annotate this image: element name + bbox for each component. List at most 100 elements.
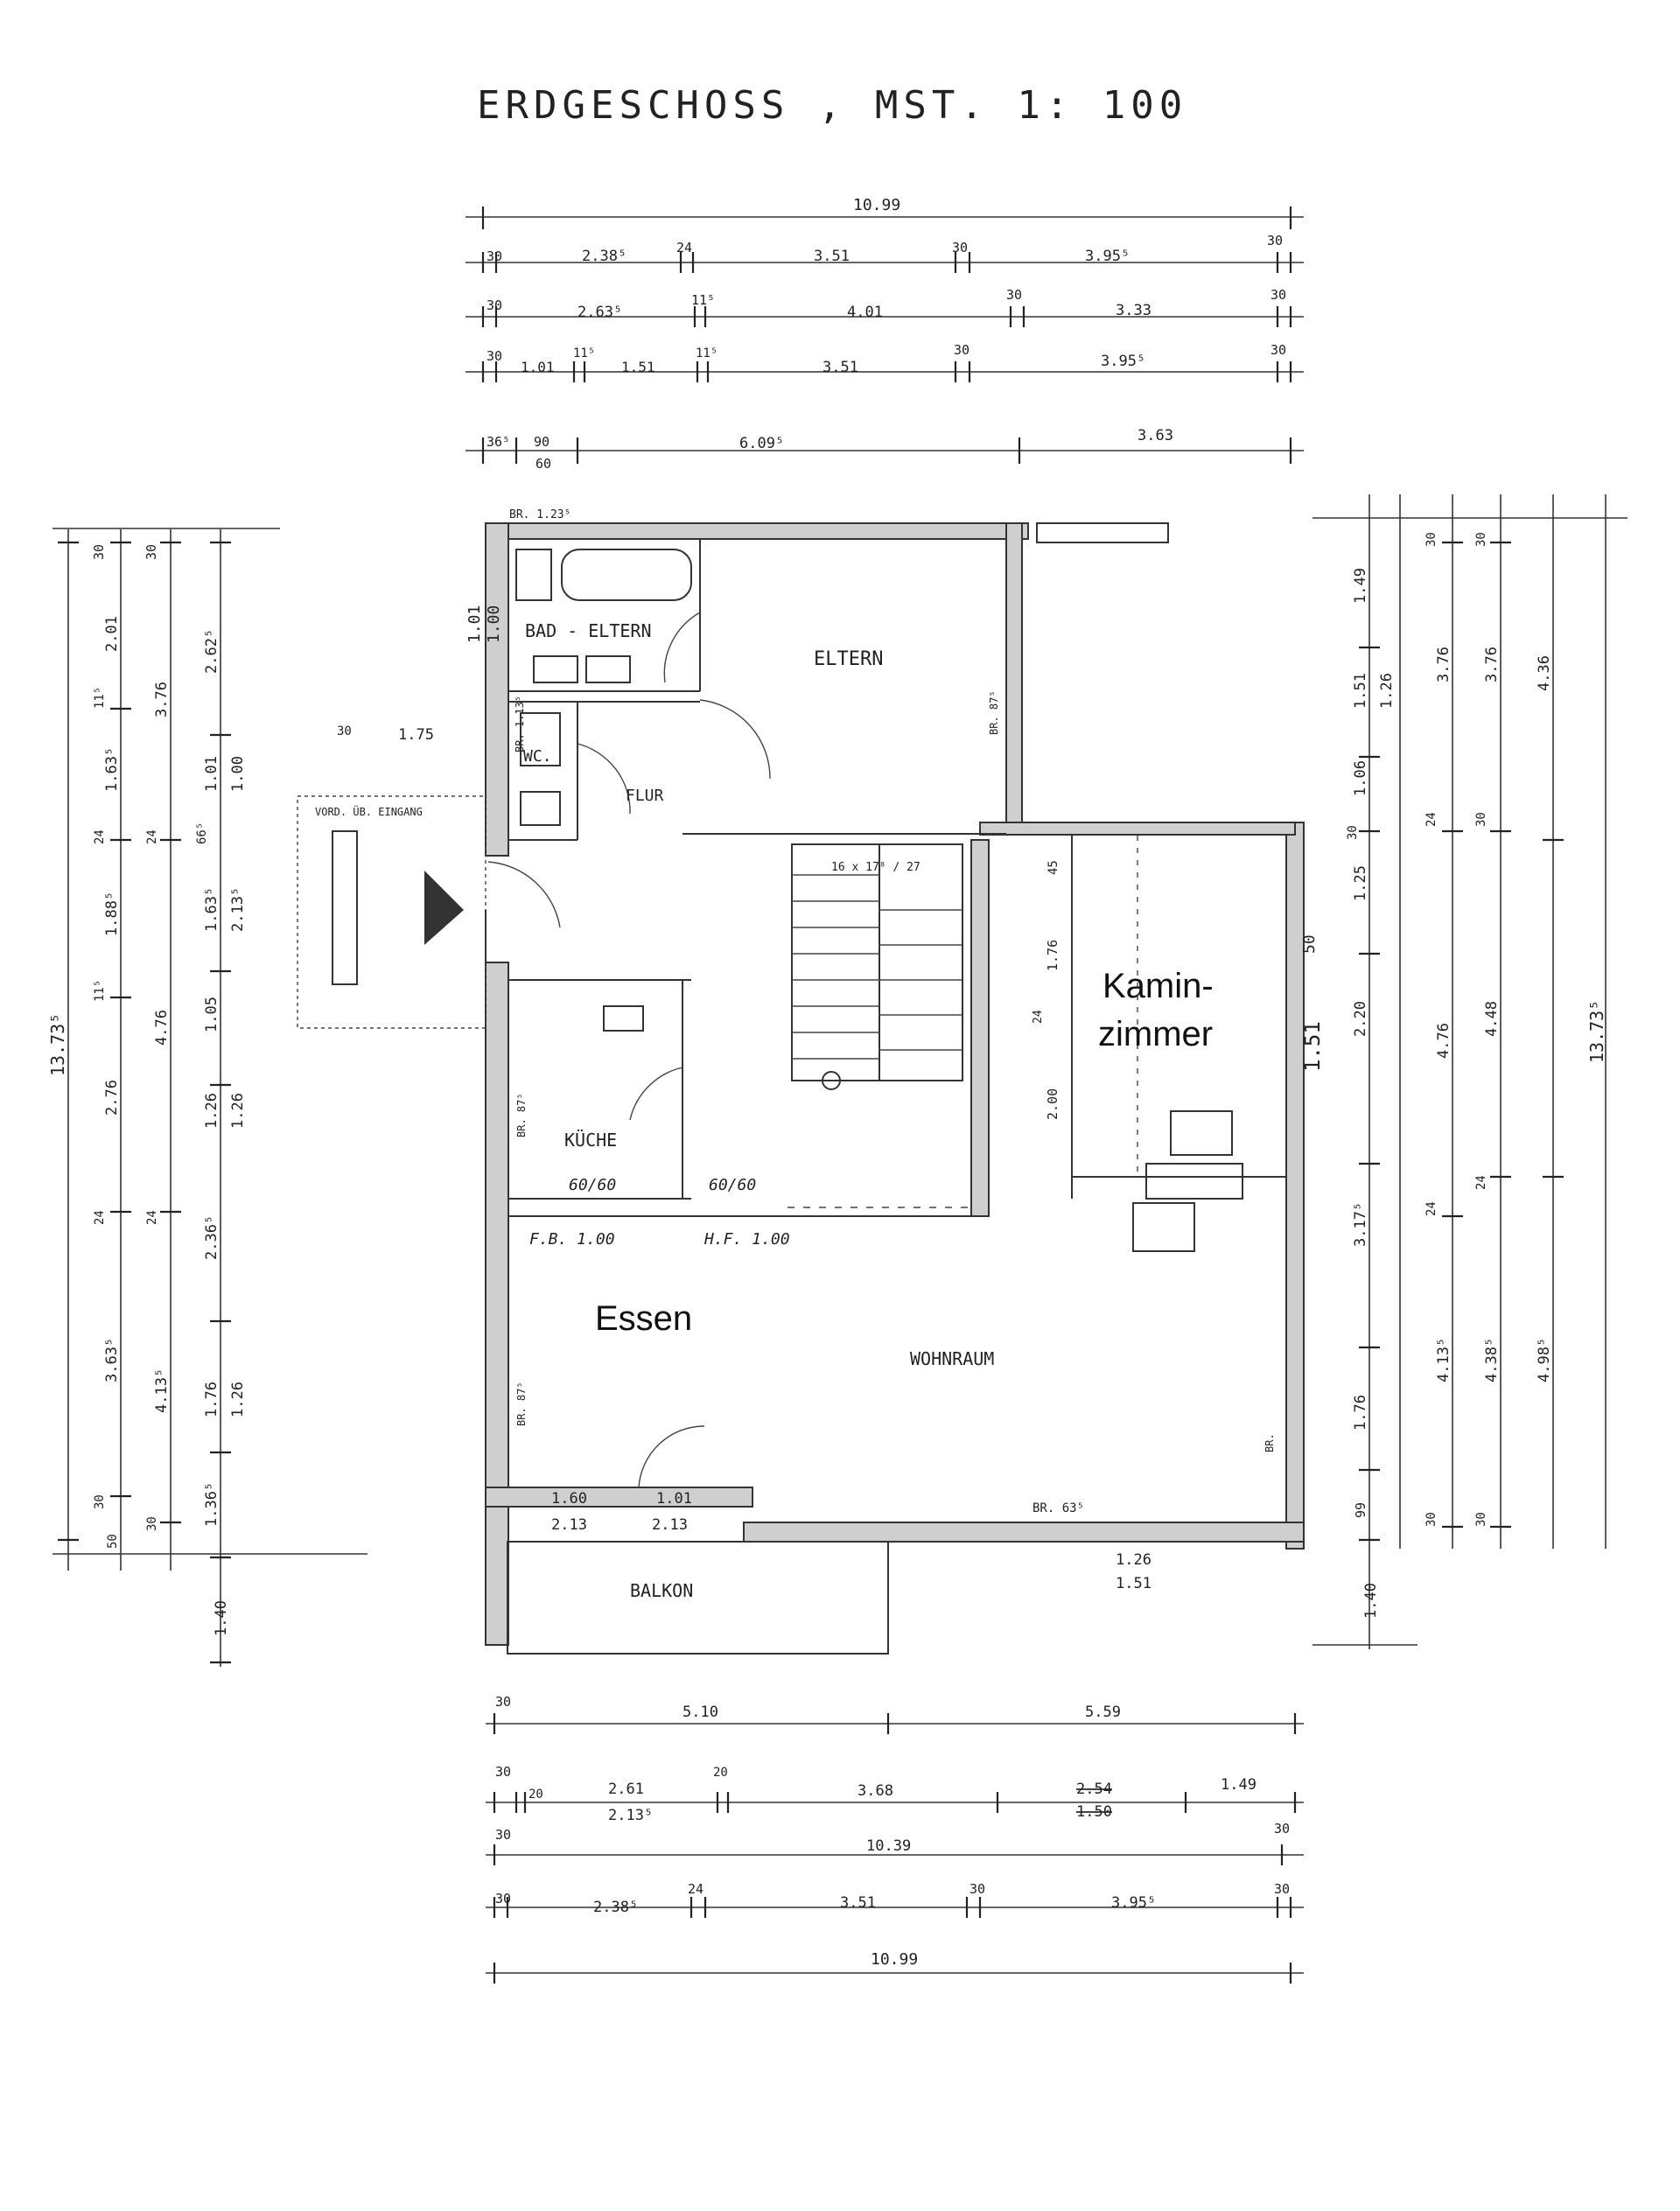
- wc-toilet: [520, 712, 561, 766]
- fireplace-3: [1132, 1202, 1195, 1252]
- dim-left-c3-b: 3.76: [153, 682, 171, 717]
- wall-flur-east: [970, 839, 990, 1217]
- dim-top-r5-d: 6.09⁵: [739, 435, 784, 452]
- dim-bot-r2-e: 20: [713, 1766, 728, 1780]
- dim-bot-r3-a: 30: [495, 1827, 511, 1843]
- door-bad: [663, 612, 701, 683]
- top-bar-right: [1036, 522, 1169, 543]
- label-br-bottom: BR. 63⁵: [1032, 1501, 1084, 1515]
- dim-right-c1-d: 30: [1346, 825, 1360, 840]
- dim-top-r3-a: 30: [486, 297, 502, 313]
- wall-west-lower: [485, 962, 509, 1646]
- bath-cabinet: [515, 549, 552, 601]
- label-kamin-151: 1.51: [1300, 1021, 1325, 1072]
- dim-left-c2-h: 2.76: [103, 1080, 121, 1116]
- fireplace-1: [1170, 1110, 1233, 1156]
- dim-bot-r2-c: 2.61: [608, 1781, 644, 1798]
- label-win-a-bot: 2.13: [551, 1516, 587, 1534]
- label-br-top: BR. 1.23⁵: [509, 508, 570, 521]
- dim-left-c2-k: 30: [93, 1494, 107, 1509]
- dim-bot-r3-b: 10.39: [866, 1837, 911, 1855]
- dim-left-c4-c: 66⁵: [195, 822, 209, 844]
- dim-right-c3-c: 24: [1424, 812, 1438, 827]
- label-br-wc: BR. 1.13⁵: [514, 696, 526, 752]
- label-bath-101: 1.01: [466, 605, 484, 643]
- dim-right-c1-h: 1.76: [1352, 1395, 1369, 1431]
- dim-top-r3-c: 11⁵: [691, 292, 715, 308]
- door-wc: [577, 743, 631, 815]
- dim-bot-r4-c: 24: [688, 1881, 704, 1897]
- wall-stair-divider: [979, 822, 1296, 836]
- misc-labels: 16 x 17⁸ / 27 BR. 1.23⁵ BR. 1.13⁵ BR. 87…: [337, 508, 1325, 1592]
- dim-bot-r2-a: 30: [495, 1764, 511, 1780]
- dim-top-r2-f: 3.95⁵: [1085, 248, 1130, 265]
- label-wall-30: 30: [337, 724, 352, 738]
- dim-top-r2-d: 3.51: [814, 248, 850, 265]
- dim-top-r3-e: 30: [1006, 287, 1022, 303]
- room-kueche: KÜCHE: [564, 1130, 617, 1151]
- dim-right-c1-e: 1.25: [1352, 865, 1369, 901]
- dim-right-c1-b: 1.51: [1352, 673, 1369, 709]
- label-6060-a: 60/60: [569, 1176, 616, 1194]
- dim-left-c3-a: 30: [144, 544, 159, 560]
- label-win-b-bot: 2.13: [652, 1516, 688, 1534]
- dim-left-c2-c: 11⁵: [93, 687, 107, 709]
- label-kamin-176: 1.76: [1045, 940, 1060, 971]
- dim-top-r4-f: 3.51: [822, 359, 858, 376]
- dim-top-r4-g: 30: [954, 342, 970, 358]
- bath-sink-2: [585, 655, 631, 683]
- dim-right-c5-a: 4.36: [1536, 655, 1553, 691]
- dim-bot-r2-g: 2.54: [1076, 1781, 1112, 1798]
- room-wc: WC.: [523, 747, 552, 766]
- dim-right-c3-d: 4.76: [1435, 1023, 1452, 1059]
- label-br-eltern: BR. 87⁵: [988, 690, 1000, 735]
- dim-left-c3-f: 4.13⁵: [153, 1368, 171, 1413]
- dim-right-c4-b: 3.76: [1483, 647, 1501, 682]
- label-win-c-bot: 1.51: [1116, 1575, 1152, 1592]
- dim-top-r4-b: 1.01: [521, 359, 555, 375]
- room-kaminzimmer-line2: zimmer: [1098, 1015, 1213, 1053]
- dim-right-c1-g: 3.17⁵: [1352, 1202, 1369, 1247]
- dim-left-c4-a: 2.62⁵: [203, 629, 220, 674]
- dim-bot-r4-g: 30: [1274, 1881, 1290, 1897]
- dim-top-r2-a: 30: [486, 248, 502, 264]
- dim-right-c1-a: 1.49: [1352, 568, 1369, 604]
- dims-left: 13.73⁵ 30 2.01 11⁵ 1.63⁵ 24 1.88⁵ 11⁵ 2.…: [47, 528, 368, 1667]
- dim-left-c2-e: 24: [93, 829, 107, 844]
- dim-bot-r4-b: 2.38⁵: [593, 1899, 638, 1916]
- dim-top-r5-c: 60: [536, 456, 551, 472]
- dim-right-c4-c: 30: [1474, 812, 1488, 827]
- bath-sink-1: [533, 655, 578, 683]
- dim-left-c5-d: 1.26: [229, 1382, 247, 1417]
- dim-left-c2-j: 3.63⁵: [103, 1338, 121, 1382]
- dim-top-r4-d: 1.51: [621, 359, 655, 375]
- label-br-wohn: BR.: [1264, 1433, 1276, 1452]
- dim-left-c2-b: 2.01: [103, 616, 121, 652]
- dim-left-c3-d: 4.76: [153, 1010, 171, 1046]
- label-kamin-50: 50: [1300, 934, 1319, 954]
- room-flur: FLUR: [626, 787, 664, 805]
- dim-left-c2-a: 30: [91, 544, 107, 560]
- dim-top-r5-b: 90: [534, 434, 550, 450]
- dim-top-total: 10.99: [853, 196, 900, 214]
- label-win-a-top: 1.60: [551, 1490, 587, 1508]
- room-balkon: BALKON: [630, 1580, 693, 1601]
- label-fb: F.B. 1.00: [529, 1230, 615, 1249]
- label-win-c-top: 1.26: [1116, 1551, 1152, 1569]
- dim-right-total: 13.73⁵: [1586, 1000, 1607, 1063]
- entrance-arrow-icon: [424, 871, 464, 945]
- label-stair: 16 x 17⁸ / 27: [831, 861, 920, 874]
- dim-right-c3-e: 24: [1424, 1201, 1438, 1216]
- dim-right-c1-c: 1.06: [1352, 760, 1369, 796]
- dim-right-c5-b: 4.98⁵: [1536, 1338, 1553, 1382]
- dim-right-c1-j: 1.40: [1362, 1583, 1380, 1619]
- dim-bot-r3-c: 30: [1274, 1821, 1290, 1837]
- dim-right-c4-g: 30: [1474, 1512, 1488, 1527]
- dim-left-c4-b: 1.01: [203, 756, 220, 792]
- room-eltern: ELTERN: [814, 648, 883, 670]
- dim-right-c4-e: 24: [1474, 1175, 1488, 1190]
- entrance-bench: [332, 830, 358, 985]
- door-entrance: [487, 861, 561, 928]
- dim-left-c5-c: 1.26: [229, 1093, 247, 1129]
